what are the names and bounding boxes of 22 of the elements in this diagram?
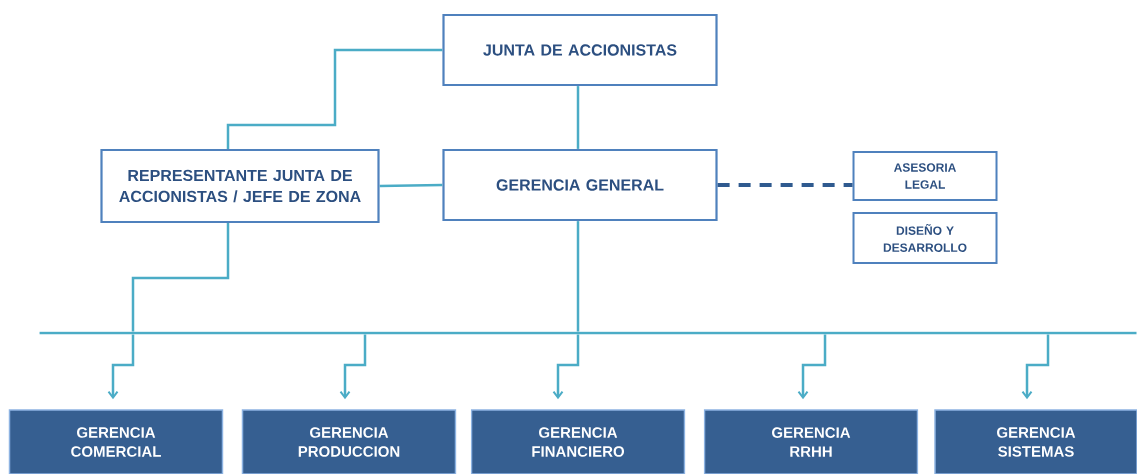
connector [1021,334,1050,400]
department-box: GERENCIA FINANCIERO [470,409,686,474]
connector [576,86,580,149]
connector [576,221,580,332]
connector [131,223,230,332]
connector [379,183,443,188]
connector [226,48,443,149]
org-box: GERENCIA GENERAL [442,148,718,222]
department-box: GERENCIA COMERCIAL [8,409,224,474]
org-box: DISEÑO Y DESARROLLO [852,212,998,264]
connector [107,334,135,400]
department-box: GERENCIA PRODUCCION [241,409,457,474]
bus-line [39,331,1137,335]
department-box: GERENCIA SISTEMAS [934,409,1137,474]
org-box: ASESORIA LEGAL [852,151,998,201]
department-box: GERENCIA RRHH [703,409,919,474]
connector [717,183,853,187]
connector [552,334,580,400]
org-box: JUNTA DE ACCIONISTAS [442,13,718,87]
connector [797,334,827,400]
connector [339,334,367,400]
org-box: REPRESENTANTE JUNTA DE ACCIONISTAS / JEFE DE ZONA [100,148,380,224]
